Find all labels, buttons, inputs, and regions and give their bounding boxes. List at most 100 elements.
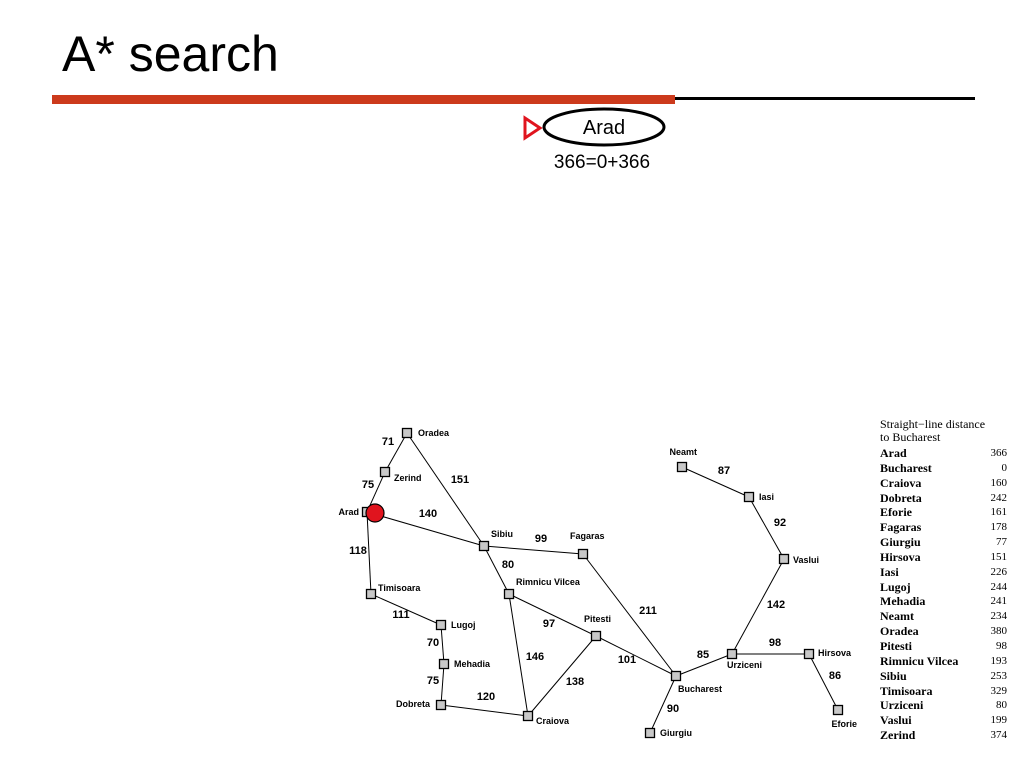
city-label-lugoj: Lugoj (451, 620, 476, 630)
city-label-eforie: Eforie (831, 719, 857, 729)
red-triangle-icon (523, 115, 543, 141)
road-cost-iasi-neamt: 87 (718, 465, 730, 477)
city-label-sibiu: Sibiu (491, 529, 513, 539)
road-bucharest-giurgiu (649, 675, 677, 734)
sld-city: Rimnicu Vilcea (880, 653, 959, 668)
road-cost-rimnicu-vilcea-craiova: 146 (526, 651, 544, 663)
sld-city: Mehadia (880, 594, 926, 609)
sld-distance: 0 (1001, 461, 1008, 474)
sld-row: Fagaras 178 (880, 520, 1010, 535)
sld-city: Bucharest (880, 460, 932, 475)
sld-distance: 244 (990, 580, 1008, 593)
sld-distance: 241 (990, 595, 1008, 608)
road-cost-vaslui-iasi: 92 (774, 517, 786, 529)
sld-distance: 151 (990, 550, 1008, 563)
sld-city: Timisoara (880, 683, 933, 698)
road-oradea-zerind (384, 432, 408, 473)
city-label-pitesti: Pitesti (584, 614, 611, 624)
sld-city: Sibiu (880, 668, 907, 683)
sld-row: Dobreta 242 (880, 491, 1010, 506)
road-cost-sibiu-rimnicu-vilcea: 80 (502, 559, 514, 571)
root-node-ellipse[interactable] (542, 107, 666, 147)
sld-city: Craiova (880, 475, 922, 490)
road-arad-sibiu (366, 511, 485, 547)
road-cost-lugoj-mehadia: 70 (427, 637, 439, 649)
road-vaslui-iasi (748, 496, 785, 560)
sld-city: Fagaras (880, 520, 922, 535)
road-dobreta-craiova (440, 704, 529, 717)
city-node-giurgiu[interactable] (644, 727, 656, 739)
road-cost-sibiu-fagaras: 99 (535, 533, 547, 545)
road-cost-dobreta-craiova: 120 (477, 691, 495, 703)
sld-distance: 226 (990, 565, 1008, 578)
road-iasi-neamt (681, 466, 750, 498)
road-cost-urziceni-vaslui: 142 (767, 599, 785, 611)
road-cost-arad-timisoara: 118 (349, 545, 367, 557)
search-tree: Arad 366=0+366 (523, 107, 666, 173)
sld-distance: 374 (990, 729, 1008, 742)
city-label-hirsova: Hirsova (818, 648, 852, 658)
sld-table-title: Straight−line distance to Bucharest (880, 417, 986, 444)
city-node-sibiu[interactable] (478, 540, 490, 552)
city-label-craiova: Craiova (536, 716, 570, 726)
city-label-bucharest: Bucharest (678, 684, 722, 694)
sld-city: Oradea (880, 624, 919, 639)
city-node-lugoj[interactable] (435, 619, 447, 631)
city-node-mehadia[interactable] (438, 658, 450, 670)
sld-distance: 253 (990, 669, 1008, 682)
road-mehadia-dobreta (440, 663, 445, 706)
sld-city: Dobreta (880, 490, 922, 505)
city-node-urziceni[interactable] (726, 648, 738, 660)
city-node-vaslui[interactable] (778, 553, 790, 565)
sld-row: Bucharest 0 (880, 461, 1010, 476)
road-sibiu-fagaras (483, 545, 584, 555)
sld-city: Lugoj (880, 579, 911, 594)
city-node-hirsova[interactable] (803, 648, 815, 660)
road-cost-rimnicu-vilcea-pitesti: 97 (543, 618, 555, 630)
city-label-arad: Arad (338, 507, 359, 517)
sld-city: Pitesti (880, 638, 912, 653)
sld-distance: 193 (990, 654, 1008, 667)
sld-distance: 161 (990, 506, 1008, 519)
city-node-neamt[interactable] (676, 461, 688, 473)
sld-distance: 178 (990, 521, 1008, 534)
road-oradea-sibiu (406, 432, 485, 547)
city-node-craiova[interactable] (522, 710, 534, 722)
city-node-iasi[interactable] (743, 491, 755, 503)
city-labels-layer: OradeaZerindAradTimisoaraLugojMehadiaDob… (338, 428, 857, 738)
city-node-rimnicu-vilcea[interactable] (503, 588, 515, 600)
city-node-dobreta[interactable] (435, 699, 447, 711)
sld-distance: 234 (990, 610, 1008, 623)
road-urziceni-vaslui (731, 558, 785, 655)
title-rule-black (675, 97, 975, 100)
road-cost-fagaras-bucharest: 211 (639, 605, 657, 617)
road-fagaras-bucharest (582, 553, 677, 677)
city-label-dobreta: Dobreta (396, 699, 431, 709)
road-cost-bucharest-urziceni: 85 (697, 649, 709, 661)
sld-row: Lugoj 244 (880, 580, 1010, 595)
sld-distance: 199 (990, 714, 1008, 727)
straight-line-distance-table: Straight−line distance to Bucharest Arad… (880, 418, 1010, 743)
road-arad-timisoara (366, 511, 372, 595)
city-label-fagaras: Fagaras (570, 531, 605, 541)
root-node-f-value: 366=0+366 (554, 152, 650, 173)
city-node-oradea[interactable] (401, 427, 413, 439)
city-label-urziceni: Urziceni (727, 660, 762, 670)
city-node-zerind[interactable] (379, 466, 391, 478)
sld-distance: 242 (990, 491, 1008, 504)
city-label-rimnicu-vilcea: Rimnicu Vilcea (516, 577, 581, 587)
city-node-timisoara[interactable] (365, 588, 377, 600)
city-node-pitesti[interactable] (590, 630, 602, 642)
city-node-fagaras[interactable] (577, 548, 589, 560)
city-node-bucharest[interactable] (670, 670, 682, 682)
city-node-eforie[interactable] (832, 704, 844, 716)
